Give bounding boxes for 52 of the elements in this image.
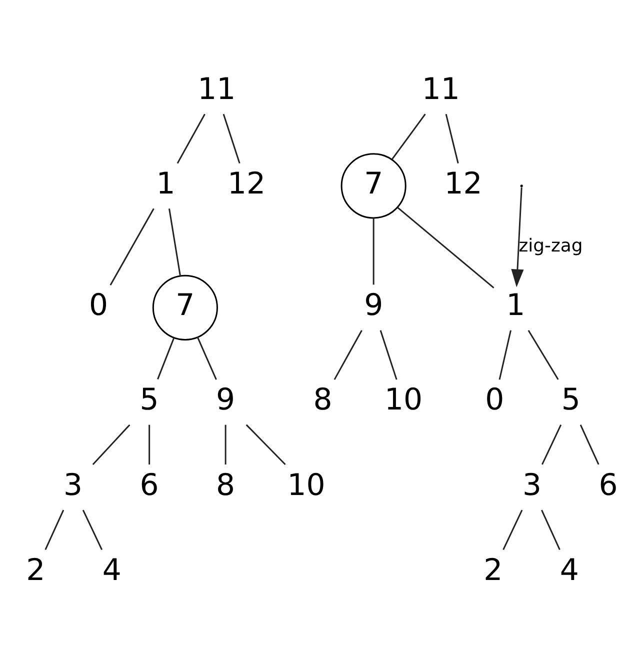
connector (380, 330, 398, 380)
connector (528, 330, 559, 380)
node-text: 6 (598, 468, 618, 503)
connector (391, 114, 426, 160)
node-text: 12 (444, 166, 482, 202)
node-text: 8 (216, 468, 236, 503)
node-text: 9 (364, 288, 384, 324)
connector (397, 206, 494, 288)
node-text: 11 (198, 72, 236, 107)
connector (580, 424, 600, 465)
connector (44, 510, 64, 550)
connector (157, 337, 175, 380)
node-text: 9 (216, 382, 236, 418)
connector (541, 510, 560, 550)
node-circle: 7 (152, 274, 218, 340)
node-circle: 7 (340, 153, 406, 219)
node-text: 1 (156, 166, 176, 202)
connector (224, 424, 226, 464)
node-text: 6 (140, 468, 159, 503)
node-text: 5 (140, 382, 159, 418)
node-text: 2 (26, 553, 46, 588)
node-text: 5 (561, 382, 580, 418)
node-text: 10 (384, 382, 423, 418)
edge-label: zig-zag (518, 235, 583, 256)
node-text: 8 (313, 382, 332, 418)
node-text: 4 (102, 553, 122, 588)
connector (498, 330, 512, 380)
node-text: 0 (88, 288, 108, 324)
node-text: 11 (422, 72, 460, 107)
connector (110, 208, 154, 286)
connector (196, 336, 217, 380)
node-text: 12 (227, 166, 266, 202)
connector (502, 510, 523, 550)
connector (246, 424, 286, 465)
node-text: 4 (560, 553, 579, 588)
connector (541, 424, 562, 465)
connector (148, 424, 150, 464)
connector (334, 330, 362, 380)
node-text: 0 (485, 382, 504, 418)
node-text: 10 (287, 468, 326, 503)
connector (176, 114, 206, 164)
node-text: 3 (64, 468, 83, 503)
node-text: 3 (522, 468, 542, 503)
connector (445, 114, 459, 164)
arrow (511, 187, 524, 288)
connector (222, 114, 240, 164)
connector (92, 424, 130, 465)
connector (168, 208, 182, 276)
connector (372, 218, 374, 285)
node-text: 1 (506, 288, 526, 324)
node-text: 2 (484, 553, 503, 588)
connector (82, 510, 103, 550)
